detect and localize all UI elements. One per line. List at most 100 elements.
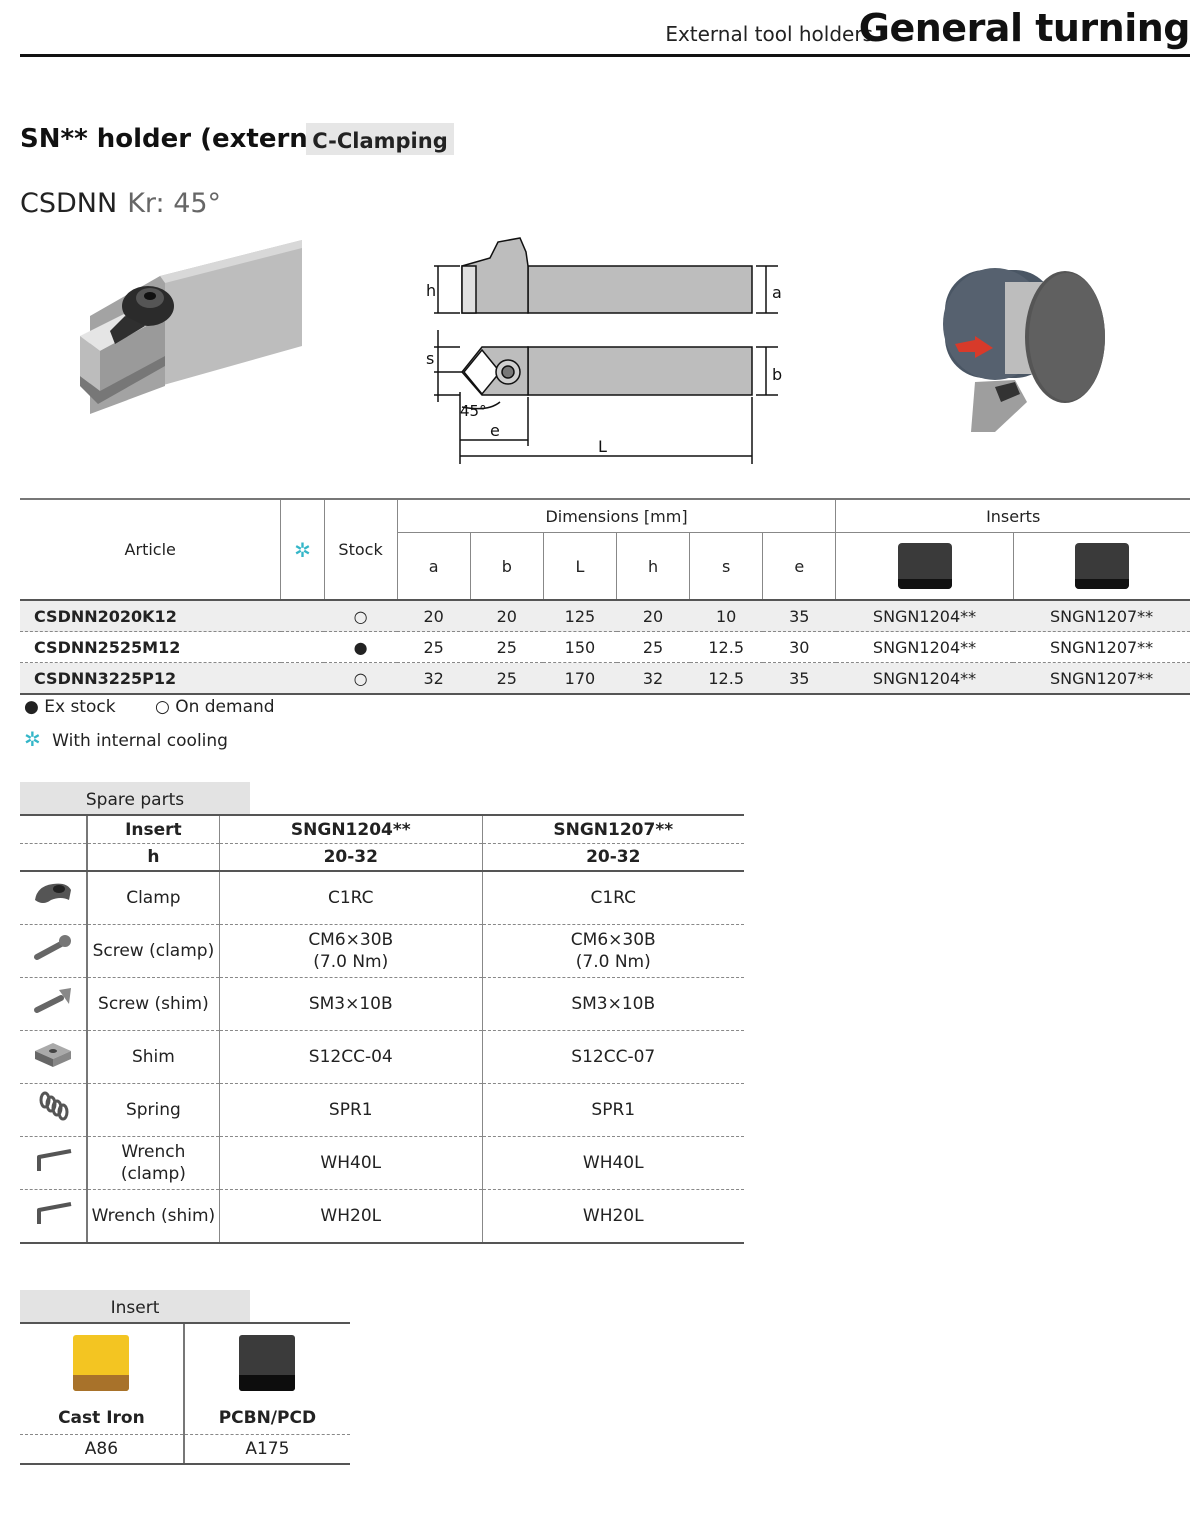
dim-b: 25 (470, 662, 544, 695)
spring-icon (20, 1083, 87, 1137)
cooling-icon: ✲ (24, 727, 41, 751)
insert-1: SNGN1204** (835, 662, 1014, 695)
article-code: CSDNN2525M12 (20, 631, 281, 663)
part-value-2: SPR1 (481, 1083, 744, 1137)
dim-a: 20 (397, 600, 471, 632)
dim-label-h: h (426, 281, 436, 300)
grade-material: PCBN/PCD (182, 1402, 350, 1435)
stock-cell: ○ (324, 662, 398, 695)
insert-2: SNGN1207** (1013, 662, 1190, 695)
article-header: Article (20, 499, 282, 601)
stock-cell: ● (324, 631, 398, 663)
part-value-2: WH40L (481, 1136, 744, 1190)
insert-square-icon (1074, 543, 1129, 589)
icon-col-header (20, 814, 87, 844)
dim-label-e: e (490, 421, 500, 440)
part-value-2: SM3×10B (481, 977, 744, 1031)
dim-a: 25 (397, 631, 471, 663)
dim-col-e: e (762, 532, 837, 601)
insert-label: Insert (85, 814, 220, 844)
insert-grade-table: Cast Iron PCBN/PCD A86 A175 (20, 1322, 350, 1465)
h-label: h (85, 843, 220, 872)
part-name: Shim (85, 1030, 220, 1084)
dim-s: 12.5 (689, 662, 763, 695)
clamping-badge: C-Clamping (306, 123, 454, 155)
dim-label-L: L (598, 437, 607, 456)
dim-e: 35 (762, 662, 836, 695)
wrench-icon (20, 1189, 87, 1244)
table-row: CSDNN3225P12 ○ 32 25 170 32 12.5 35 SNGN… (20, 662, 1190, 695)
table-row: CSDNN2020K12 ○ 20 20 125 20 10 35 SNGN12… (20, 600, 1190, 632)
dim-col-b: b (470, 532, 544, 601)
machining-illustration (943, 268, 1105, 432)
table-row: Spring SPR1 SPR1 (20, 1083, 744, 1137)
page-title: General turning (858, 6, 1191, 50)
clamp-icon (20, 871, 87, 925)
part-value-2: CM6×30B(7.0 Nm) (481, 924, 744, 978)
insert-2: SNGN1207** (1013, 600, 1190, 632)
header-category: External tool holders (665, 22, 873, 46)
countersunk-screw-icon (20, 977, 87, 1031)
dim-h: 20 (616, 600, 690, 632)
dim-e: 30 (762, 631, 836, 663)
tool-holder-illustration (80, 240, 302, 414)
wrench-icon (20, 1136, 87, 1190)
part-value-1: CM6×30B(7.0 Nm) (219, 924, 482, 978)
stock-cell: ○ (324, 600, 398, 632)
part-name: Wrench (clamp) (85, 1136, 220, 1190)
cooling-cell (280, 631, 324, 663)
article-code: CSDNN2020K12 (20, 600, 281, 632)
part-name: Spring (85, 1083, 220, 1137)
dimensions-header: Dimensions [mm] (397, 499, 837, 533)
part-value-2: C1RC (481, 871, 744, 925)
grade-code: A86 (20, 1434, 184, 1465)
dim-label-a: a (772, 283, 782, 302)
part-value-1: WH40L (219, 1136, 482, 1190)
icon-col-header (20, 843, 87, 872)
inserts-header: Inserts (835, 499, 1190, 533)
part-name: Clamp (85, 871, 220, 925)
insert-square-icon (897, 543, 952, 589)
insert-1: SNGN1204** (835, 600, 1014, 632)
part-code: CM6×30B (308, 930, 394, 950)
legend-ex-stock: ● Ex stock (24, 697, 116, 717)
part-code: CM6×30B (570, 930, 656, 950)
shim-icon (20, 1030, 87, 1084)
insert-square-icon (239, 1335, 296, 1391)
part-name: Screw (shim) (85, 977, 220, 1031)
table-row: Wrench (shim) WH20L WH20L (20, 1189, 744, 1244)
insert-col-1 (835, 532, 1014, 601)
dim-a: 32 (397, 662, 471, 695)
dim-col-L: L (543, 532, 618, 601)
table-row: Screw (shim) SM3×10B SM3×10B (20, 977, 744, 1031)
dim-col-a: a (397, 532, 471, 601)
dim-h: 32 (616, 662, 690, 695)
section-title: SN** holder (external) (20, 124, 347, 154)
h-range-2: 20-32 (481, 843, 744, 872)
part-value-1: WH20L (219, 1189, 482, 1244)
part-value-2: WH20L (481, 1189, 744, 1244)
cooling-legend: ✲ With internal cooling (24, 727, 228, 751)
part-value-2: S12CC-07 (481, 1030, 744, 1084)
spare-col-2: SNGN1207** (481, 814, 744, 844)
table-row: Shim S12CC-04 S12CC-07 (20, 1030, 744, 1084)
part-value-1: SPR1 (219, 1083, 482, 1137)
table-row: Wrench (clamp) WH40L WH40L (20, 1136, 744, 1190)
spare-col-1: SNGN1204** (219, 814, 482, 844)
dim-L: 125 (543, 600, 617, 632)
dim-L: 150 (543, 631, 617, 663)
insert-col-2 (1013, 532, 1190, 601)
cooling-cell (280, 600, 324, 632)
grade-code: A175 (182, 1434, 350, 1465)
pcbn-swatch (182, 1322, 350, 1402)
legend-on-demand: ○ On demand (154, 697, 275, 717)
dim-b: 20 (470, 600, 544, 632)
kr-angle: Kr: 45° (127, 188, 222, 219)
dim-col-s: s (689, 532, 764, 601)
h-range-1: 20-32 (219, 843, 482, 872)
dim-h: 25 (616, 631, 690, 663)
part-value-1: S12CC-04 (219, 1030, 482, 1084)
article-table: Article ✲ Stock Dimensions [mm] Inserts … (20, 498, 1190, 695)
dim-col-h: h (616, 532, 691, 601)
screw-icon (20, 924, 87, 978)
